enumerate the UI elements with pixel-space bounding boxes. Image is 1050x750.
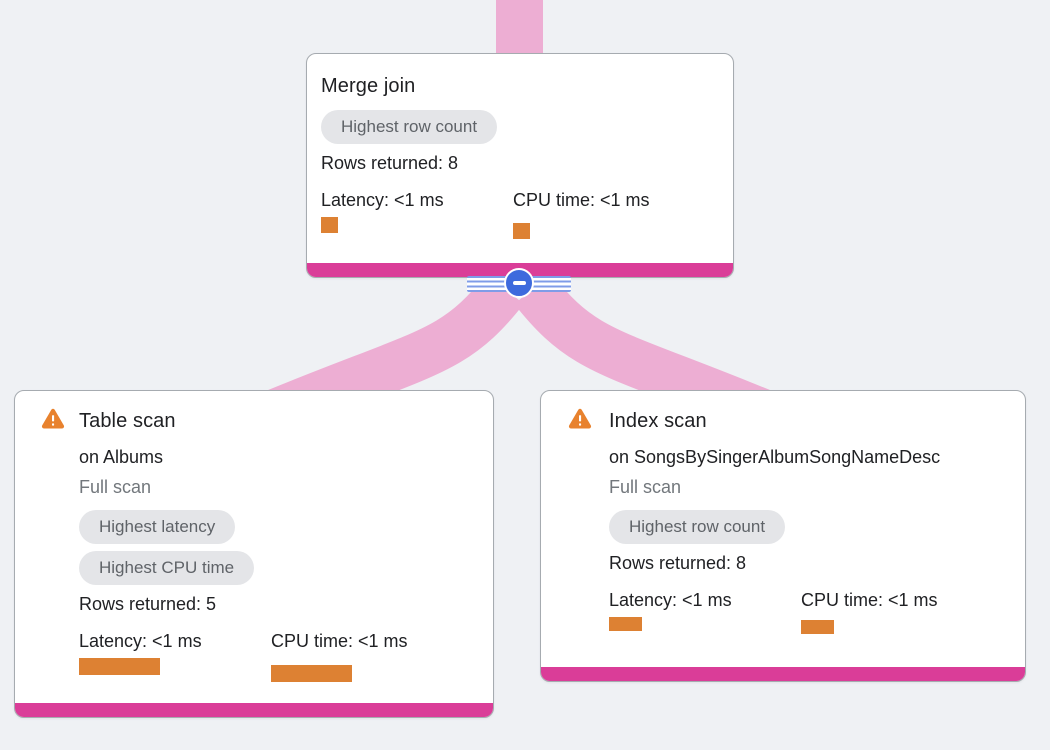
badge-highest-latency: Highest latency	[79, 510, 236, 544]
latency-bar	[609, 617, 642, 631]
cpu-metric: CPU time: <1 ms	[801, 590, 993, 634]
warning-icon	[568, 408, 592, 429]
latency-bar	[321, 217, 338, 233]
latency-metric: Latency: <1 ms	[79, 631, 271, 682]
scan-type: Full scan	[609, 477, 682, 497]
rows-returned: Rows returned: 8	[321, 153, 459, 173]
cpu-label: CPU time: <1 ms	[271, 631, 408, 651]
latency-bar	[79, 658, 160, 675]
node-title: Table scan	[79, 410, 176, 432]
scan-type: Full scan	[79, 477, 152, 497]
latency-label: Latency: <1 ms	[79, 631, 202, 651]
edge-parent	[496, 0, 543, 55]
collapse-children-toggle[interactable]	[467, 268, 571, 305]
plan-node-index-scan[interactable]: Index scan on SongsBySingerAlbumSongName…	[540, 390, 1026, 682]
cpu-label: CPU time: <1 ms	[513, 190, 650, 210]
rows-returned: Rows returned: 8	[609, 553, 747, 573]
plan-node-table-scan[interactable]: Table scan on Albums Full scan Highest l…	[14, 390, 494, 718]
node-title: Merge join	[321, 75, 416, 97]
metrics-row: Latency: <1 ms CPU time: <1 ms	[321, 190, 719, 239]
node-subtitle: on Albums	[79, 447, 164, 467]
badge-highest-cpu-time: Highest CPU time	[79, 551, 255, 585]
cpu-bar	[801, 620, 834, 634]
node-accent-bar	[541, 667, 1025, 681]
cpu-bar	[271, 665, 352, 682]
node-accent-bar	[15, 703, 493, 717]
latency-label: Latency: <1 ms	[321, 190, 444, 210]
badge-highest-row-count: Highest row count	[609, 510, 786, 544]
warning-icon	[41, 408, 65, 429]
latency-metric: Latency: <1 ms	[609, 590, 801, 634]
cpu-metric: CPU time: <1 ms	[271, 631, 463, 682]
metrics-row: Latency: <1 ms CPU time: <1 ms	[609, 590, 1005, 634]
cpu-metric: CPU time: <1 ms	[513, 190, 705, 239]
badge-highest-row-count: Highest row count	[321, 110, 498, 144]
node-title: Index scan	[609, 410, 707, 432]
plan-node-merge-join[interactable]: Merge join Highest row count Rows return…	[306, 53, 734, 278]
cpu-label: CPU time: <1 ms	[801, 590, 938, 610]
collapse-icon[interactable]	[504, 268, 534, 298]
node-subtitle: on SongsBySingerAlbumSongNameDesc	[609, 447, 941, 467]
cpu-bar	[513, 223, 530, 239]
latency-label: Latency: <1 ms	[609, 590, 732, 610]
latency-metric: Latency: <1 ms	[321, 190, 513, 239]
minus-icon	[512, 281, 526, 285]
metrics-row: Latency: <1 ms CPU time: <1 ms	[79, 631, 473, 682]
rows-returned: Rows returned: 5	[79, 594, 217, 614]
